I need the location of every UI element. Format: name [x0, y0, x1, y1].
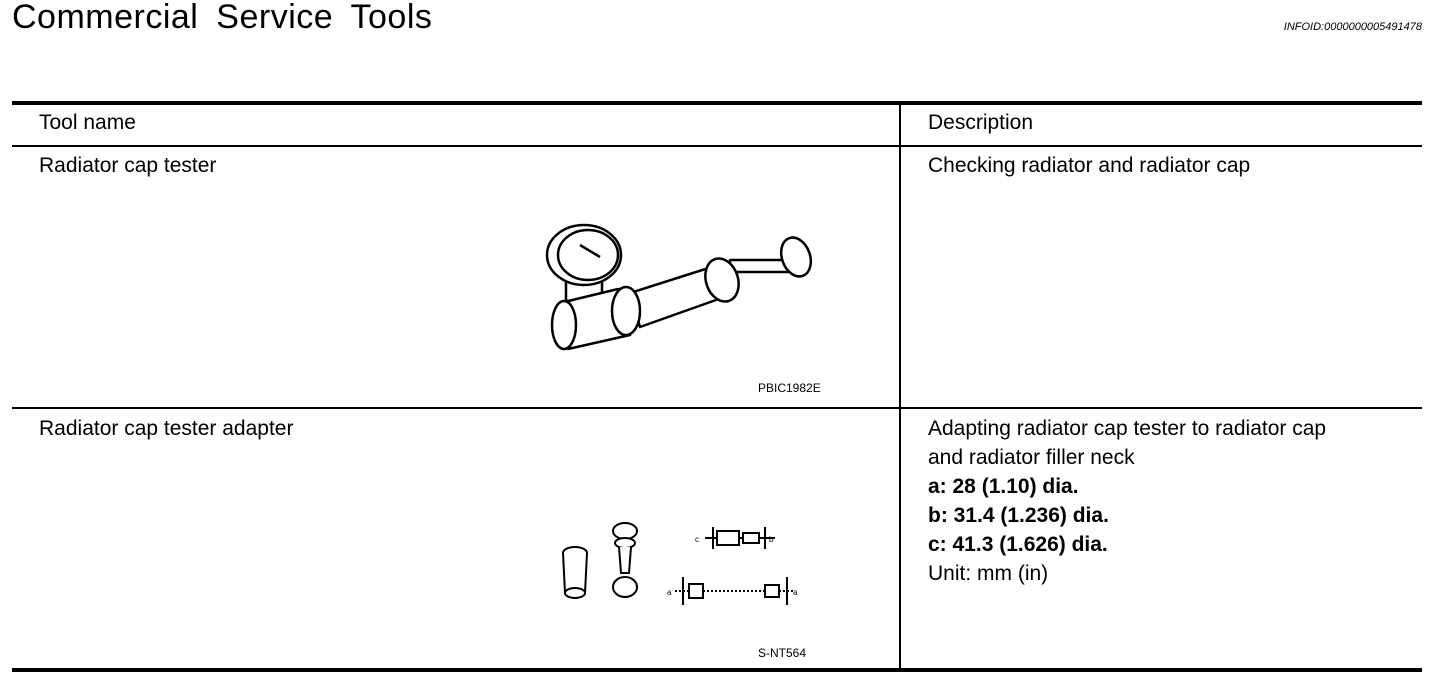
diagram-label-a-left: a [667, 588, 672, 597]
image-code: PBIC1982E [758, 381, 821, 395]
tool-name-cell: Radiator cap tester [39, 154, 217, 177]
description-line: and radiator filler neck [928, 446, 1135, 469]
header-tool-name: Tool name [39, 111, 136, 134]
header-divider [12, 145, 1422, 147]
table-top-rule [12, 101, 1422, 105]
header-description: Description [928, 111, 1034, 134]
image-code: S-NT564 [758, 646, 807, 660]
spec-line-a: a: 28 (1.10) dia. [928, 475, 1079, 498]
table-bottom-rule [12, 668, 1422, 672]
diagram-label-b: b [769, 535, 774, 544]
diagram-label-c: c [695, 535, 699, 544]
description-cell: Adapting radiator cap tester to radiator… [928, 414, 1326, 588]
spec-line-b: b: 31.4 (1.236) dia. [928, 504, 1109, 527]
radiator-cap-tester-illustration [545, 223, 813, 351]
column-divider [899, 103, 901, 670]
page-title: Commercial Service Tools [12, 0, 433, 36]
unit-line: Unit: mm (in) [928, 562, 1049, 585]
diagram-label-a-right: a [793, 588, 798, 597]
row-divider [12, 407, 1422, 409]
spec-line-c: c: 41.3 (1.626) dia. [928, 533, 1108, 556]
tool-name-cell: Radiator cap tester adapter [39, 417, 294, 440]
radiator-cap-tester-adapter-illustration: c b a a [562, 522, 798, 605]
description-line: Adapting radiator cap tester to radiator… [928, 417, 1327, 440]
description-cell: Checking radiator and radiator cap [928, 154, 1251, 177]
info-id: INFOID:0000000005491478 [1283, 21, 1422, 33]
